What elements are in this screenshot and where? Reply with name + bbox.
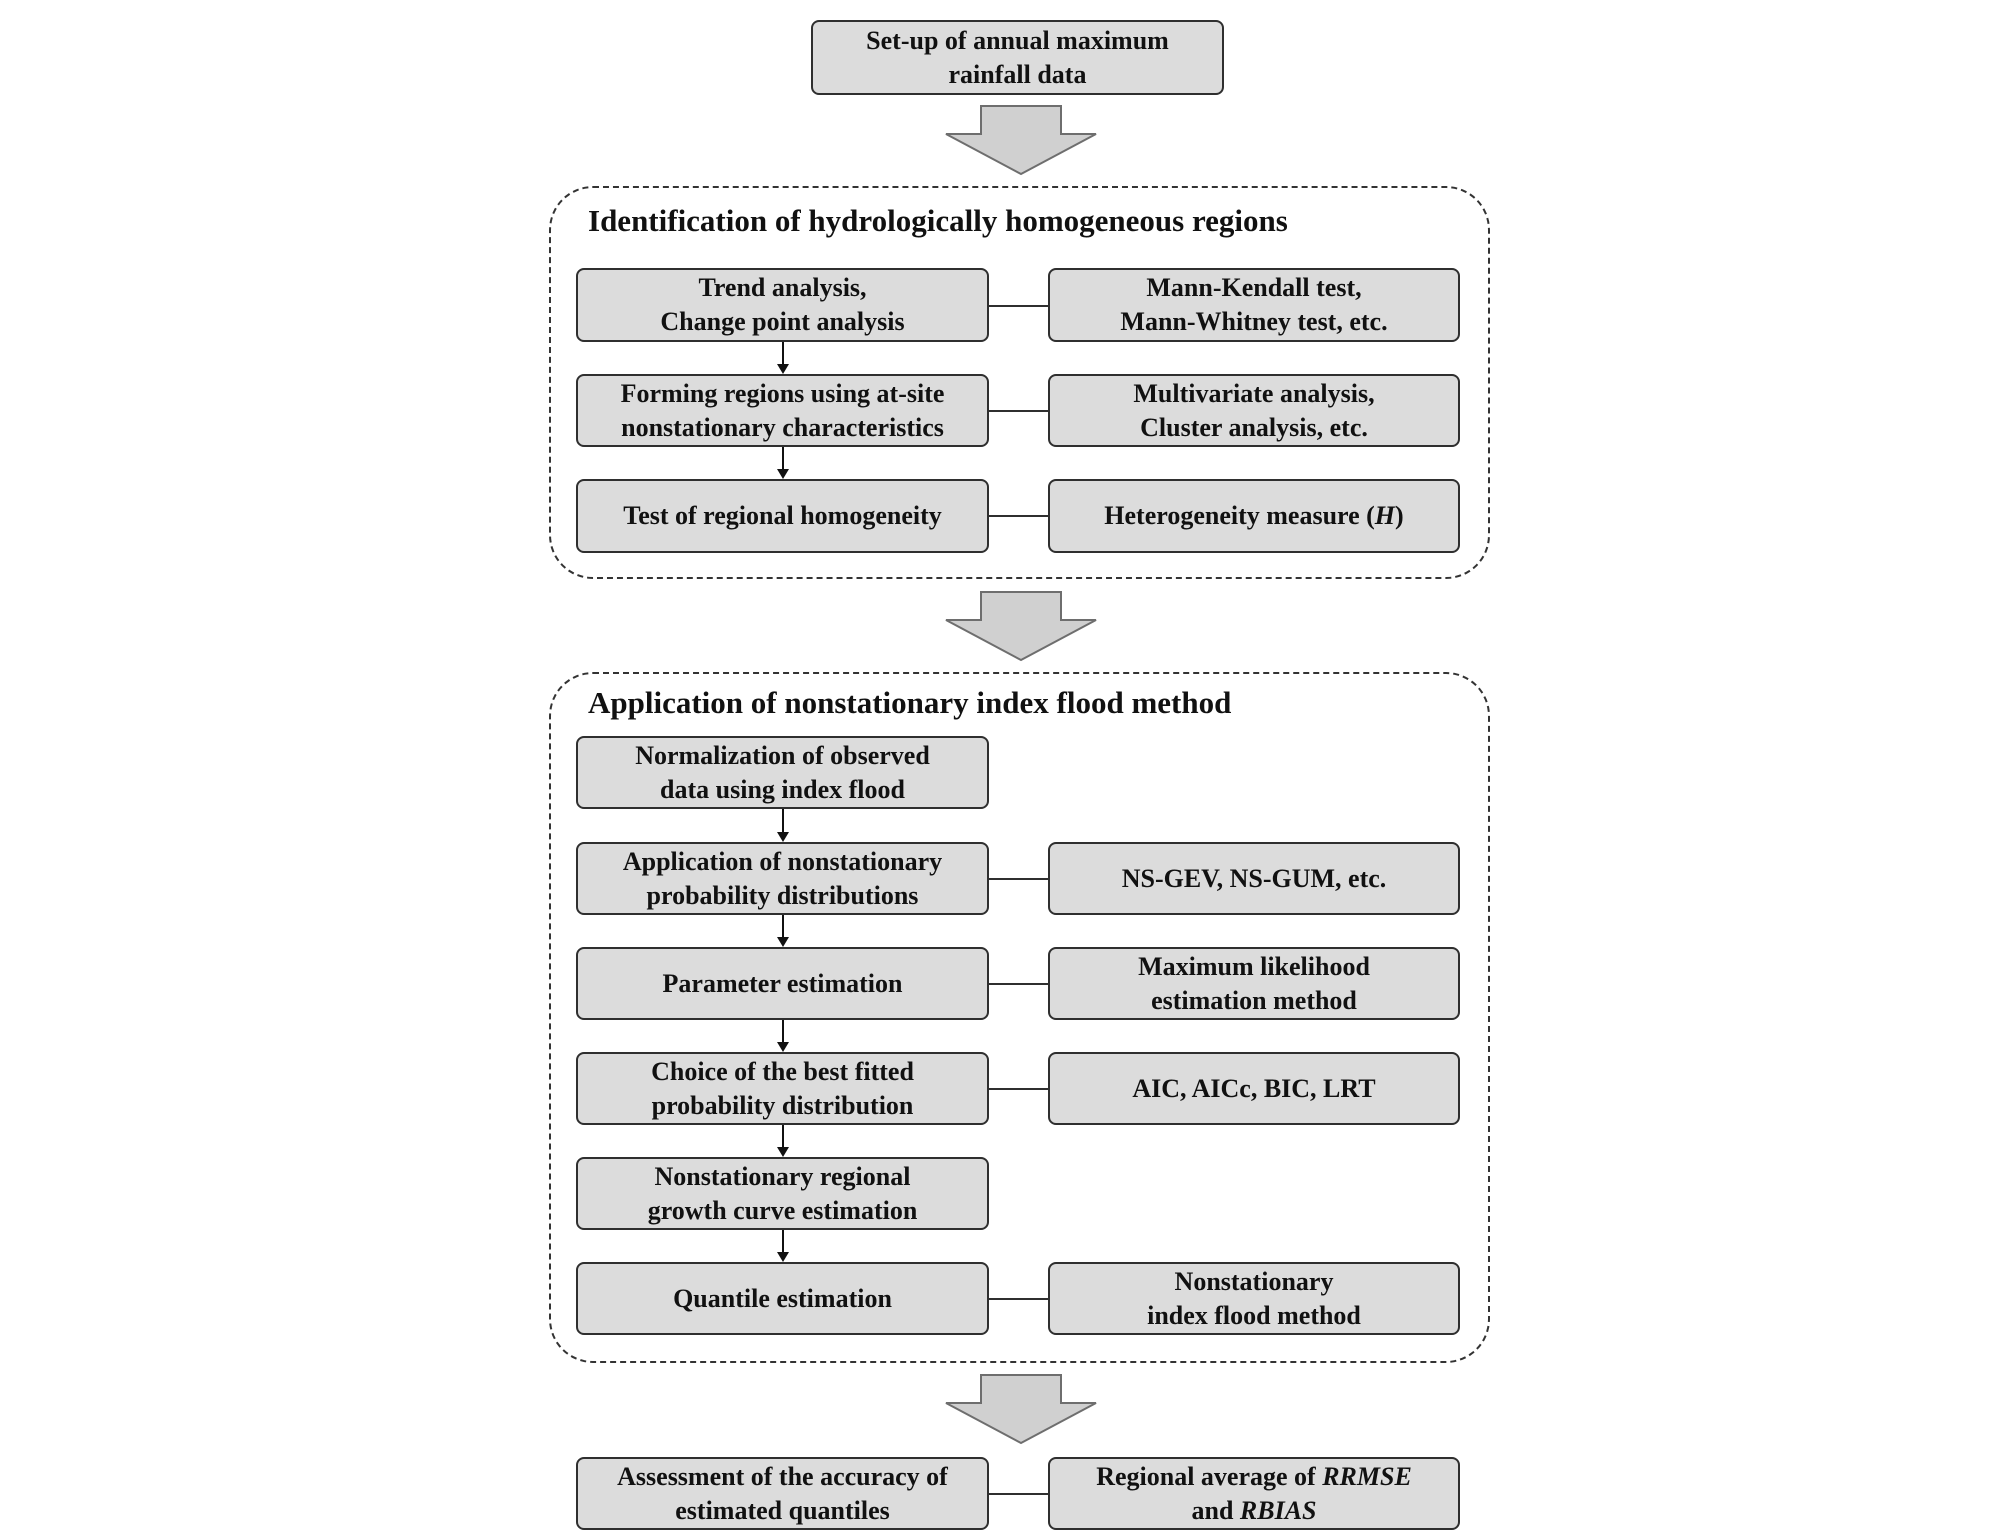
homogeneous-regions-group — [549, 186, 1490, 579]
box-line: Trend analysis, — [698, 273, 867, 302]
connector-line — [989, 1493, 1048, 1495]
box-line: Normalization of observed — [635, 740, 930, 770]
forming-regions-box: Forming regions using at-site nonstation… — [576, 374, 989, 447]
box-line: AIC, AICc, BIC, LRT — [1132, 1073, 1376, 1103]
growth-curve-estimation-box: Nonstationary regional growth curve esti… — [576, 1157, 989, 1230]
flow-arrow-icon — [776, 1020, 790, 1052]
index-flood-method-group — [549, 672, 1490, 1363]
rbias-label: RBIAS — [1239, 1495, 1317, 1525]
flow-arrow-icon — [776, 915, 790, 947]
information-criteria-box: AIC, AICc, BIC, LRT — [1048, 1052, 1460, 1125]
box-line: growth curve estimation — [647, 1195, 918, 1225]
connector-line — [989, 1298, 1048, 1300]
connector-line — [989, 983, 1048, 985]
box-line: probability distributions — [646, 880, 919, 910]
connector-line — [989, 515, 1048, 517]
flow-arrow-icon — [776, 809, 790, 842]
flow-arrow-down-icon — [945, 1374, 1097, 1445]
box-line: Nonstationary regional — [654, 1161, 911, 1191]
box-line: data using index flood — [660, 774, 905, 804]
flow-arrow-icon — [776, 447, 790, 479]
connector-line — [989, 878, 1048, 880]
connector-line — [989, 410, 1048, 412]
flow-arrow-icon — [776, 1230, 790, 1262]
box-line: NS-GEV, NS-GUM, etc. — [1121, 863, 1387, 893]
box-line: Parameter estimation — [662, 968, 903, 998]
box-line: index flood method — [1147, 1300, 1361, 1330]
box-line: Regional average of RRMSE — [1096, 1460, 1412, 1494]
regional-average-metrics-box: Regional average of RRMSE and RBIAS — [1048, 1457, 1460, 1530]
box-line: estimation method — [1151, 985, 1357, 1015]
best-fitted-distribution-box: Choice of the best fitted probability di… — [576, 1052, 989, 1125]
box-line: Application of nonstationary — [622, 846, 943, 876]
metrics-and: and — [1191, 1495, 1240, 1525]
rrmse-label: RRMSE — [1322, 1461, 1412, 1491]
multivariate-analysis-box: Multivariate analysis, Cluster analysis,… — [1048, 374, 1460, 447]
box-line: rainfall data — [948, 59, 1087, 89]
box-line: Change point analysis — [660, 307, 905, 336]
metrics-prefix: Regional average of — [1096, 1461, 1323, 1491]
box-line: Quantile estimation — [673, 1283, 892, 1313]
box-line: Multivariate analysis, — [1133, 378, 1375, 408]
flow-arrow-icon — [776, 1125, 790, 1157]
box-line: Choice of the best fitted — [651, 1056, 914, 1086]
box-line: Mann-Whitney test, etc. — [1120, 307, 1388, 336]
nonstationary-index-flood-box: Nonstationary index flood method — [1048, 1262, 1460, 1335]
trend-test-methods-box: Mann-Kendall test, Mann-Whitney test, et… — [1048, 268, 1460, 342]
accuracy-assessment-box: Assessment of the accuracy of estimated … — [576, 1457, 989, 1530]
box-line: Assessment of the accuracy of — [617, 1461, 948, 1491]
box-line: Nonstationary — [1174, 1266, 1334, 1296]
ns-distribution-types-box: NS-GEV, NS-GUM, etc. — [1048, 842, 1460, 915]
connector-line — [989, 305, 1048, 307]
box-line: Maximum likelihood — [1138, 951, 1370, 981]
nonstationary-distributions-box: Application of nonstationary probability… — [576, 842, 989, 915]
regional-homogeneity-test-box: Test of regional homogeneity — [576, 479, 989, 553]
index-flood-method-title: Application of nonstationary index flood… — [588, 685, 1232, 720]
box-line: and RBIAS — [1191, 1494, 1316, 1528]
heterogeneity-symbol: H — [1374, 501, 1396, 530]
annual-maximum-rainfall-setup-box: Set-up of annual maximum rainfall data — [811, 20, 1224, 95]
box-line: Test of regional homogeneity — [623, 501, 942, 530]
box-line: Forming regions using at-site — [620, 378, 945, 408]
box-line: Heterogeneity measure (H) — [1104, 499, 1403, 533]
maximum-likelihood-box: Maximum likelihood estimation method — [1048, 947, 1460, 1020]
normalization-box: Normalization of observed data using ind… — [576, 736, 989, 809]
heterogeneity-measure-box: Heterogeneity measure (H) — [1048, 479, 1460, 553]
parameter-estimation-box: Parameter estimation — [576, 947, 989, 1020]
method-prefix: Heterogeneity measure ( — [1104, 501, 1375, 530]
box-line: estimated quantiles — [675, 1495, 890, 1525]
flow-arrow-icon — [776, 342, 790, 374]
flow-arrow-down-icon — [945, 591, 1097, 662]
method-suffix: ) — [1395, 501, 1404, 530]
trend-analysis-box: Trend analysis, Change point analysis — [576, 268, 989, 342]
homogeneous-regions-title: Identification of hydrologically homogen… — [588, 203, 1288, 238]
flow-arrow-down-icon — [945, 105, 1097, 176]
box-line: probability distribution — [651, 1090, 914, 1120]
box-line: Cluster analysis, etc. — [1140, 412, 1368, 442]
box-line: Set-up of annual maximum — [866, 25, 1169, 55]
connector-line — [989, 1088, 1048, 1090]
box-line: Mann-Kendall test, — [1146, 273, 1362, 302]
box-line: nonstationary characteristics — [621, 412, 944, 442]
quantile-estimation-box: Quantile estimation — [576, 1262, 989, 1335]
